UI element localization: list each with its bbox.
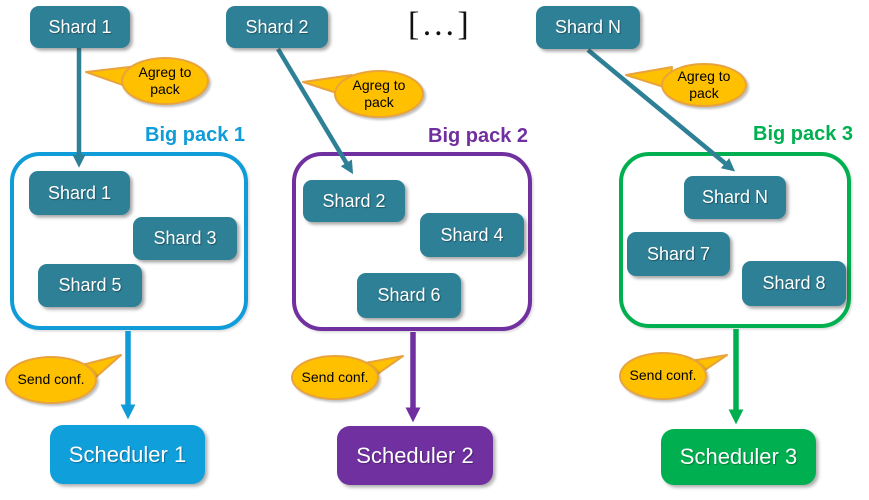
shard-node-pack3-c: Shard 8 bbox=[742, 261, 846, 306]
shard-node-top-3: Shard N bbox=[536, 6, 640, 49]
shard-node-pack2-c: Shard 6 bbox=[357, 273, 461, 318]
shard-node-pack1-b: Shard 3 bbox=[133, 217, 237, 260]
agreg-bubble-3: Agreg to pack bbox=[661, 63, 747, 107]
agreg-bubble-1: Agreg to pack bbox=[121, 57, 209, 105]
shard-node-pack2-b: Shard 4 bbox=[420, 213, 524, 257]
shard-node-pack2-a: Shard 2 bbox=[303, 180, 405, 222]
shard-node-pack1-c: Shard 5 bbox=[38, 264, 142, 307]
shard-node-pack3-b: Shard 7 bbox=[627, 232, 730, 276]
scheduler-node-2: Scheduler 2 bbox=[337, 426, 493, 485]
send-bubble-3: Send conf. bbox=[619, 352, 707, 400]
pack-label-3: Big pack 3 bbox=[753, 123, 854, 145]
send-bubble-2: Send conf. bbox=[291, 355, 379, 400]
pack-container-3 bbox=[619, 152, 851, 328]
ellipsis-text: […] bbox=[408, 6, 471, 43]
shard-node-pack1-a: Shard 1 bbox=[29, 171, 130, 215]
agreg-bubble-2: Agreg to pack bbox=[334, 70, 424, 118]
scheduler-node-1: Scheduler 1 bbox=[50, 425, 205, 484]
pack-container-2 bbox=[292, 152, 532, 331]
pack-container-1 bbox=[10, 152, 248, 330]
agreg-arrow-2 bbox=[276, 47, 354, 175]
pack-label-1: Big pack 1 bbox=[145, 124, 246, 146]
shard-node-top-2: Shard 2 bbox=[226, 6, 328, 48]
send-bubble-1: Send conf. bbox=[5, 356, 97, 404]
pack-label-2: Big pack 2 bbox=[428, 125, 529, 147]
shard-node-top-1: Shard 1 bbox=[30, 6, 130, 48]
scheduler-node-3: Scheduler 3 bbox=[661, 429, 816, 485]
shard-node-pack3-a: Shard N bbox=[684, 176, 786, 219]
